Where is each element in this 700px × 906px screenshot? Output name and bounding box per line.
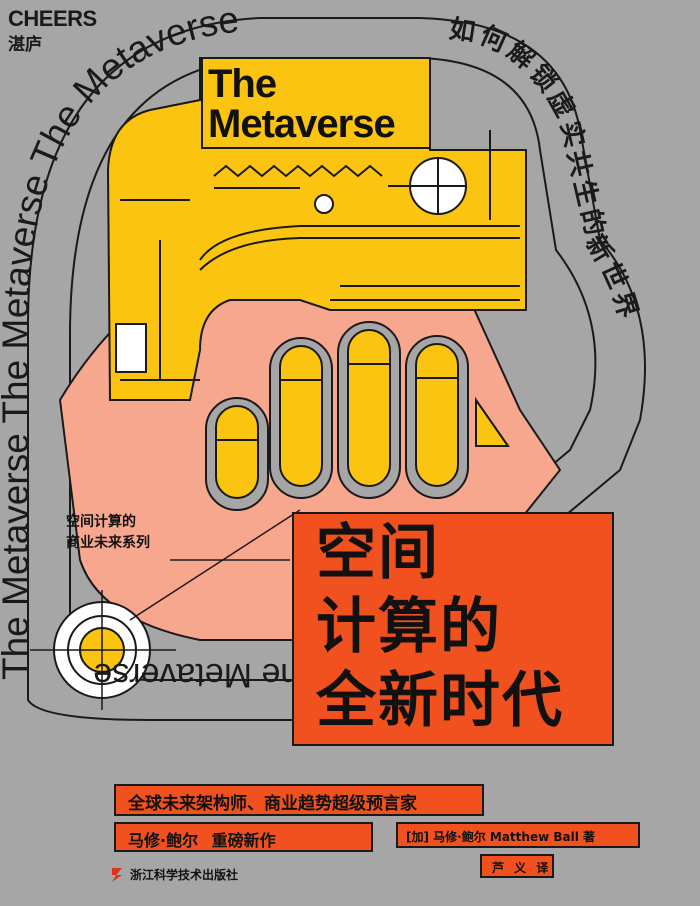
main-title-line-3: 全新时代 — [316, 666, 564, 736]
main-title-line-2: 计算的 — [316, 592, 502, 662]
series-label: 空间计算的 商业未来系列 — [66, 512, 150, 554]
main-title-line-1: 空间 — [316, 518, 440, 588]
translator-box: 芦 义 译 — [480, 854, 554, 878]
translator: 芦 义 译 — [492, 861, 552, 875]
english-title-line2: Metaverse — [208, 102, 396, 146]
author-tag-box: 马修·鲍尔 重磅新作 — [114, 822, 373, 852]
publisher-logo-icon — [112, 868, 122, 882]
brand-logo-en: CHEERS — [8, 6, 97, 31]
byline-box: [加] 马修·鲍尔 Matthew Ball 著 — [396, 822, 640, 848]
publisher-name: 浙江科学技术出版社 — [130, 868, 239, 882]
series-line1: 空间计算的 — [66, 514, 136, 530]
english-title-line1: The — [208, 62, 277, 106]
english-title: The Metaverse — [208, 64, 428, 144]
author-byline: [加] 马修·鲍尔 Matthew Ball 著 — [406, 830, 595, 844]
brand-logo-cn: 湛庐 — [8, 35, 42, 55]
main-title-box: 空间 计算的 全新时代 — [292, 512, 614, 746]
tagline: 全球未来架构师、商业趋势超级预言家 — [128, 794, 417, 814]
ring-text-inner: The Metaverse — [93, 656, 320, 694]
tagline-box: 全球未来架构师、商业趋势超级预言家 — [114, 784, 484, 816]
series-line2: 商业未来系列 — [66, 535, 150, 551]
author-tag: 马修·鲍尔 重磅新作 — [128, 831, 276, 850]
